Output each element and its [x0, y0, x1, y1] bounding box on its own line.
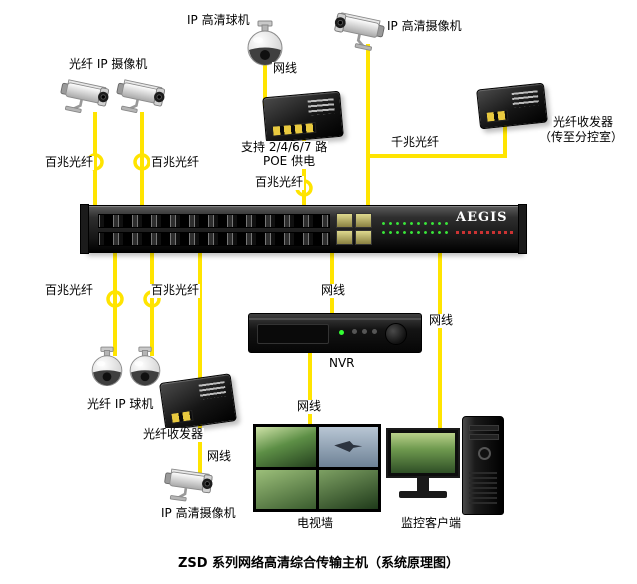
- label-netcable-camera: 网线: [206, 449, 233, 464]
- jet-image: [334, 441, 363, 452]
- label-fiber-transceiver-right: 光纤收发器: [552, 115, 615, 130]
- tv-wall: [253, 424, 381, 512]
- label-netcable-tvwall: 网线: [296, 399, 323, 414]
- diagram-caption: ZSD 系列网络高清综合传输主机（系统原理图）: [177, 556, 460, 571]
- label-poe-support-1: 支持 2/4/6/7 路: [240, 140, 329, 155]
- rj45-port: [355, 213, 372, 228]
- label-ip-camera-bottom: IP 高清摄像机: [160, 506, 237, 521]
- tower-drive-bay: [469, 425, 499, 431]
- fiber-coil: [106, 290, 124, 308]
- label-nvr: NVR: [328, 356, 356, 371]
- nvr-power-led: [339, 330, 344, 335]
- label-ip-dome-camera: IP 高清球机: [186, 13, 251, 28]
- label-tv-wall: 电视墙: [296, 516, 335, 531]
- transceiver-ports: [170, 409, 194, 424]
- rj45-ports: [336, 213, 372, 245]
- label-netcable-top: 网线: [272, 61, 299, 76]
- tv-wall-screen-2: [318, 427, 378, 467]
- label-fiber-transceiver-bottom: 光纤收发器: [142, 427, 205, 442]
- pc-tower: [462, 416, 504, 515]
- poe-switch: [262, 90, 344, 144]
- poe-switch-print: [307, 98, 335, 116]
- fiber-transceiver-right: [476, 82, 548, 130]
- nvr-front-panel: [257, 324, 329, 344]
- label-100m-fiber-3: 百兆光纤: [254, 175, 305, 190]
- led-indicators: [380, 219, 450, 239]
- rack-ear: [518, 204, 527, 254]
- rj45-port: [336, 213, 353, 228]
- label-100m-fiber-1: 百兆光纤: [44, 155, 95, 170]
- label-client: 监控客户端: [400, 516, 463, 531]
- monitor-base: [399, 491, 447, 498]
- rack-ear: [80, 204, 89, 254]
- label-100m-fiber-4: 百兆光纤: [44, 283, 95, 298]
- cable-transceiver-to-trunk: [368, 124, 507, 158]
- fiber-transceiver-bottom: [159, 373, 237, 431]
- switch-red-print: [456, 231, 516, 234]
- tower-vent: [469, 472, 497, 506]
- label-100m-fiber-5: 百兆光纤: [150, 283, 201, 298]
- label-to-branch-room: （传至分控室）: [538, 130, 625, 145]
- fiber-coil: [133, 153, 151, 171]
- label-1000m-fiber: 千兆光纤: [390, 135, 441, 150]
- label-fiber-ip-camera: 光纤 IP 摄像机: [68, 57, 149, 72]
- poe-switch-ports: [271, 121, 317, 137]
- label-100m-fiber-2: 百兆光纤: [150, 155, 201, 170]
- monitor-image: [391, 433, 455, 473]
- transceiver-print: [511, 90, 540, 108]
- sfp-ports-row1: [98, 214, 330, 228]
- tv-wall-screen-1: [256, 427, 316, 467]
- nvr-stripe: [249, 318, 421, 320]
- label-poe-support-2: POE 供电: [262, 154, 317, 169]
- main-switch: AEGIS: [80, 204, 527, 254]
- tv-wall-screen-3: [256, 469, 316, 509]
- fiber-ip-dome-1-icon: [91, 346, 123, 386]
- ip-hd-camera-bottom-icon: [161, 467, 216, 506]
- label-netcable-client: 网线: [428, 313, 455, 328]
- transceiver-print: [198, 381, 227, 400]
- sfp-ports-row2: [98, 232, 330, 246]
- client-monitor: [386, 428, 460, 478]
- tv-wall-screen-4: [318, 469, 378, 509]
- tower-drive-bay: [469, 434, 499, 440]
- rj45-port: [355, 230, 372, 245]
- switch-brand: AEGIS: [456, 210, 508, 225]
- transceiver-ports: [485, 109, 509, 123]
- nvr-buttons: [352, 329, 377, 334]
- nvr-device: [248, 313, 422, 353]
- label-ip-camera-top: IP 高清摄像机: [386, 19, 463, 34]
- nvr-dial: [385, 323, 407, 345]
- label-fiber-ip-dome: 光纤 IP 球机: [86, 397, 155, 412]
- rj45-port: [336, 230, 353, 245]
- tower-power-button: [478, 447, 491, 460]
- monitor-stand: [417, 478, 429, 491]
- label-netcable-nvr: 网线: [320, 283, 347, 298]
